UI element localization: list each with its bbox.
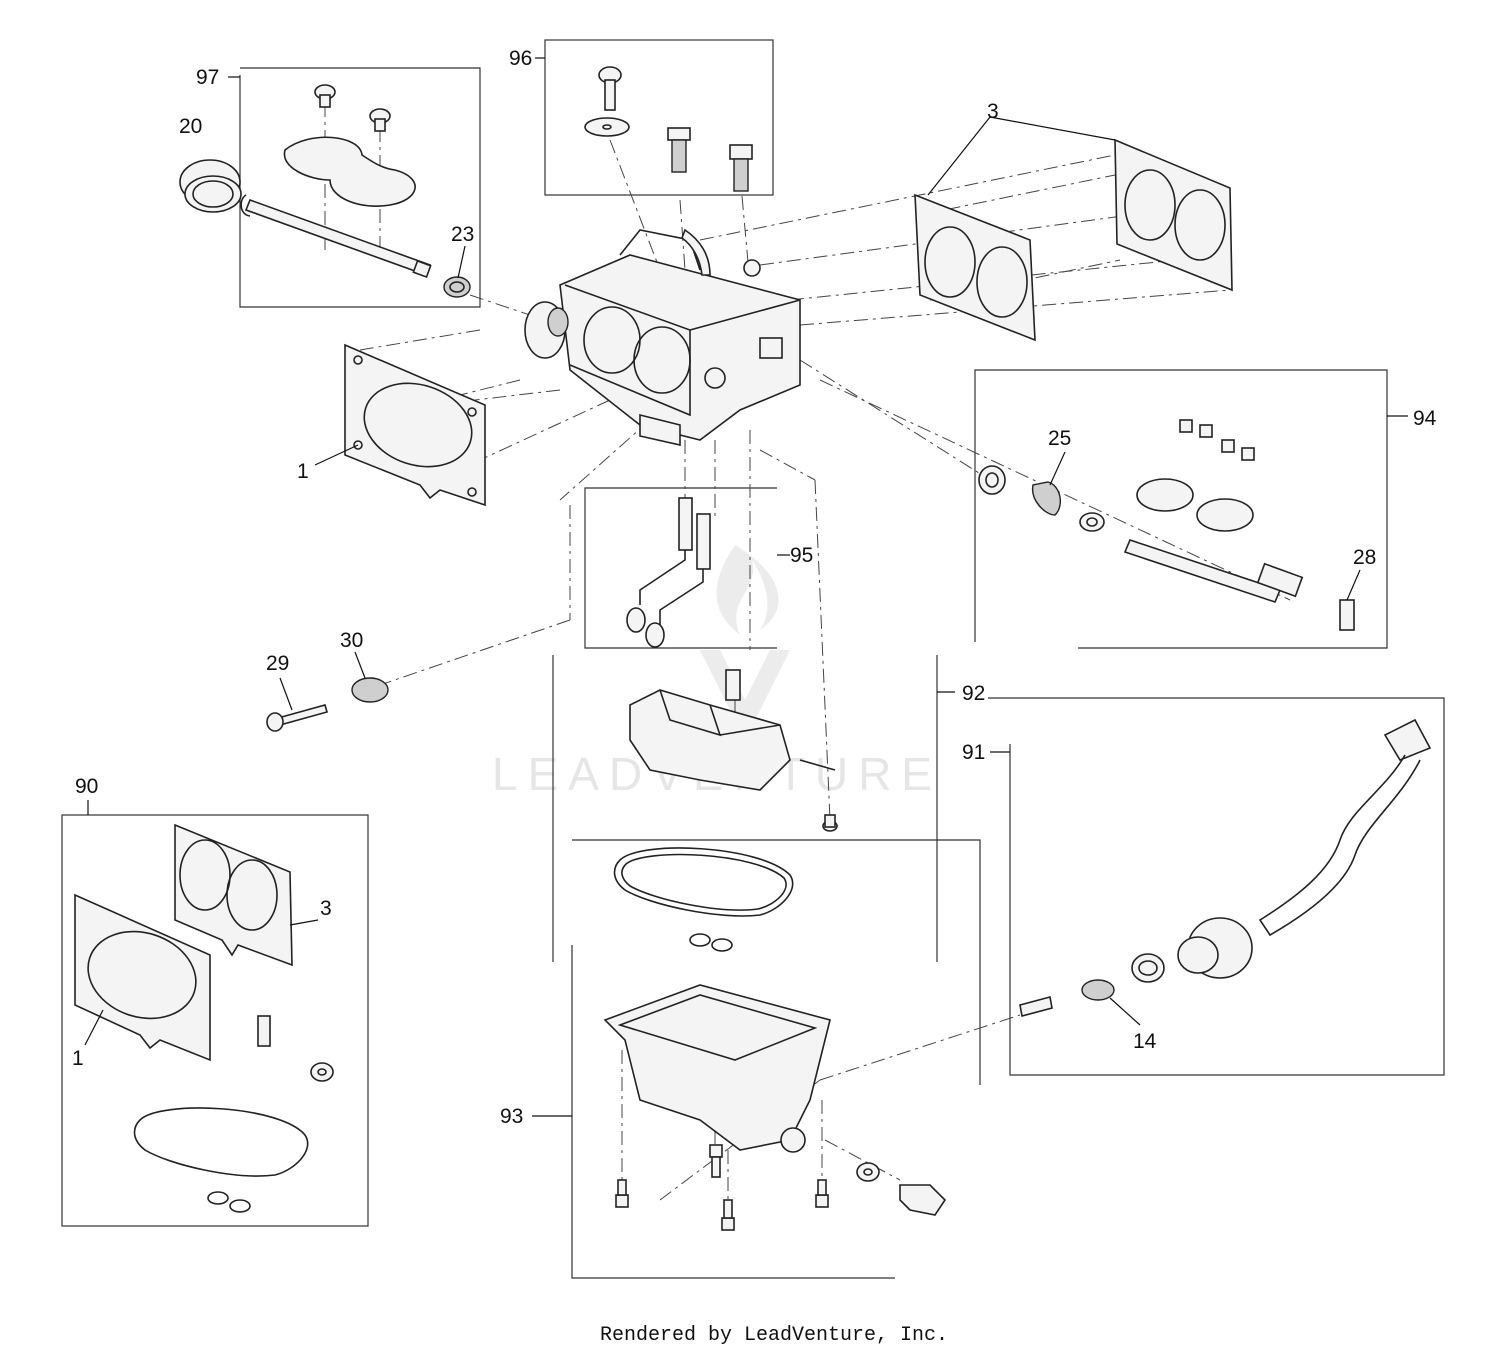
bowl-gasket-part: [613, 847, 794, 952]
kit-box-94: [974, 369, 1408, 649]
carburetor-body-part: [524, 228, 801, 446]
kit-box-91: [988, 697, 1445, 1076]
callout-93: 93: [500, 1105, 523, 1128]
leader-lines: [84, 116, 1361, 1046]
callout-92: 92: [962, 682, 985, 705]
gasket-3-front-part: [914, 193, 1036, 342]
float-bowl-part: [603, 984, 831, 1153]
kit96-parts: [584, 66, 753, 192]
kit-box-95: [584, 487, 777, 649]
callout-94: 94: [1413, 407, 1437, 430]
callout-1-kit: 1: [72, 1047, 84, 1070]
callout-96: 96: [509, 47, 532, 70]
spring-23-part: [443, 276, 471, 298]
callout-14: 14: [1133, 1030, 1157, 1053]
callout-95: 95: [790, 544, 813, 567]
kit94-parts: [978, 419, 1355, 631]
throttle-shaft-part: [240, 194, 432, 279]
gasket-1-part: [344, 343, 486, 507]
callout-23: 23: [451, 223, 474, 246]
kit-box-97: [228, 67, 481, 308]
callout-25: 25: [1048, 427, 1071, 450]
kit-box-90: [61, 800, 369, 1227]
callout-3-kit: 3: [320, 897, 332, 920]
callout-1-top: 1: [297, 460, 309, 483]
kit90-parts: [74, 823, 334, 1213]
pilot-screw-29-30-part: [266, 677, 389, 732]
callout-30: 30: [340, 629, 363, 652]
kit95-parts: [626, 497, 711, 648]
kit-box-92: [552, 655, 981, 1085]
throttle-plates-part: [283, 84, 416, 207]
callout-28: 28: [1353, 546, 1376, 569]
footer-credit: Rendered by LeadVenture, Inc.: [600, 1324, 948, 1347]
callout-29: 29: [266, 652, 289, 675]
callout-97: 97: [196, 66, 219, 89]
gasket-3-rear-part: [1114, 138, 1233, 292]
callout-20: 20: [179, 115, 202, 138]
callout-91: 91: [962, 741, 985, 764]
kit-box-93: [532, 945, 895, 1279]
callout-3-top: 3: [987, 100, 999, 123]
seal-20-part: [179, 159, 242, 213]
kit-box-96: [535, 39, 774, 196]
callout-90: 90: [75, 775, 98, 798]
callout-labels: 97 96 20 3 23 1 94 25 95 28 29 30 92 91 …: [72, 47, 1437, 1128]
float-part: [629, 669, 838, 832]
fuel-solenoid-part: [1019, 718, 1432, 1017]
bowl-screws-part: [615, 1144, 947, 1231]
